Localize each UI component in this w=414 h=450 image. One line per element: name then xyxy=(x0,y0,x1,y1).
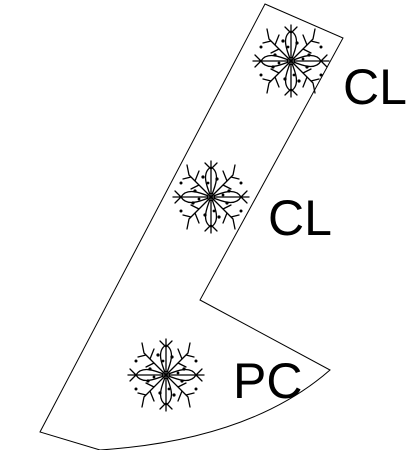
plant-label-pc: PC xyxy=(233,353,303,409)
shrub-symbol-1 xyxy=(252,24,330,98)
plant-label-cl: CL xyxy=(343,59,407,115)
shrub-symbol-3 xyxy=(127,338,205,412)
shrub-symbol-2 xyxy=(172,160,250,234)
plant-label-cl: CL xyxy=(268,190,332,246)
planting-bed-outline xyxy=(39,3,344,450)
